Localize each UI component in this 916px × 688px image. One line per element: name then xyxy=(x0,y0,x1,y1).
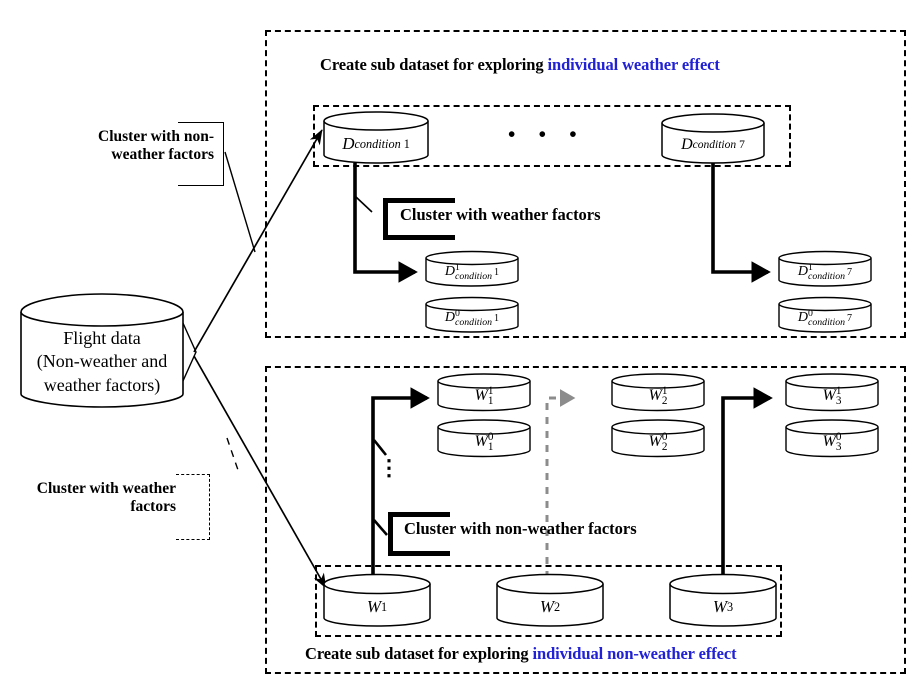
bottom-caption-plain: Create sub dataset for exploring xyxy=(305,644,533,663)
ellipsis-condition: • • • xyxy=(508,122,586,146)
top-panel xyxy=(265,30,906,338)
callout-cluster-with-weather-bracket-top xyxy=(383,198,455,203)
callout-w-line1: Cluster with weather xyxy=(36,480,176,497)
bottom-inner-panel xyxy=(315,565,782,637)
callout-cluster-with-weather-label: Cluster with weather factors xyxy=(400,205,601,224)
callout-cluster-with-non-weather-factors xyxy=(178,122,224,186)
leader-cluster-non-weather xyxy=(224,151,256,253)
callout-cluster-non-weather-factors xyxy=(388,512,400,556)
callout-cluster-with-weather-label-left: Cluster with weather factors xyxy=(20,480,176,517)
callout-cluster-with-weather-bracket-bottom xyxy=(383,235,455,240)
flight-data-cylinder[interactable]: Flight data (Non-weather and weather fac… xyxy=(18,290,186,414)
callout-cluster-non-weather-bracket-bottom xyxy=(388,551,450,556)
callout-cluster-with-weather-factors xyxy=(383,198,395,240)
callout-nw-line1: Cluster with non- xyxy=(98,128,214,145)
top-caption-accent: individual weather effect xyxy=(547,55,720,74)
callout-cluster-non-weather-label: Cluster with non-weather factors xyxy=(404,519,637,538)
bottom-caption-accent: individual non-weather effect xyxy=(532,644,737,663)
bottom-panel-caption: Create sub dataset for exploring individ… xyxy=(305,644,737,664)
callout-cluster-with-non-weather-label: Cluster with non- weather factors xyxy=(54,128,214,165)
top-inner-panel xyxy=(313,105,791,167)
top-caption-plain: Create sub dataset for exploring xyxy=(320,55,548,74)
leader-cluster-weather xyxy=(226,437,239,471)
top-panel-caption: Create sub dataset for exploring individ… xyxy=(320,55,720,75)
callout-w-line2: factors xyxy=(130,498,176,516)
callout-cluster-with-weather-factors-left xyxy=(176,474,210,540)
vertical-ellipsis: ⋮ xyxy=(378,455,400,480)
callout-cluster-non-weather-bracket-top xyxy=(388,512,450,517)
callout-nw-line2: weather factors xyxy=(111,146,214,164)
bottom-panel xyxy=(265,366,906,674)
